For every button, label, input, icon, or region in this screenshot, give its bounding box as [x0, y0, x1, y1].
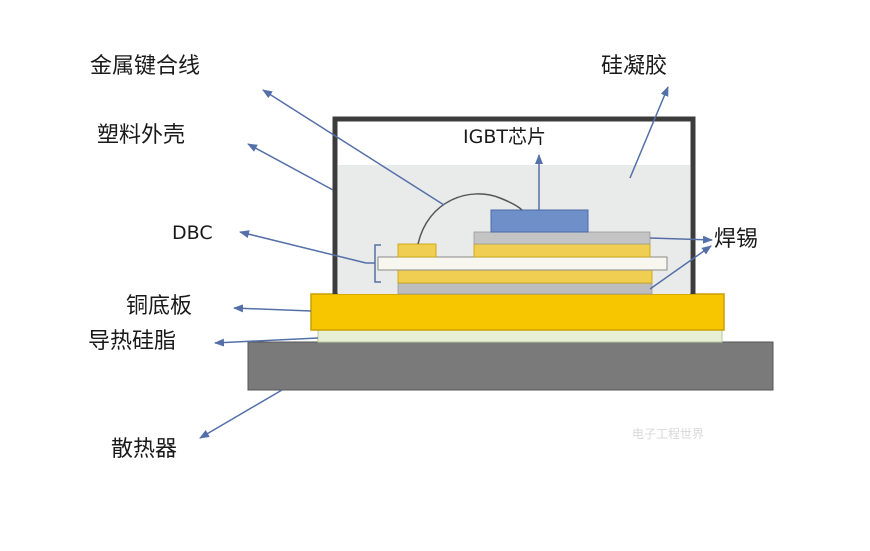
silicone-gel-label: 硅凝胶 [601, 54, 668, 79]
bond-wire [417, 193, 523, 245]
solder-leader-arrow-top [649, 235, 713, 244]
heat-sink [247, 341, 774, 391]
heat-sink-leader-arrow [199, 389, 283, 439]
igbt-chip-label: IGBT芯片 [463, 126, 546, 148]
bond-wire-label: 金属键合线 [90, 54, 201, 79]
dbc-leader-arrow [239, 230, 367, 264]
heat-sink-label: 散热器 [111, 437, 178, 462]
solder-leader-arrow-bottom [649, 245, 712, 290]
watermark: 电子工程世界 [632, 427, 705, 441]
dbc-top-copper-main [473, 243, 651, 258]
dbc-ceramic [377, 256, 668, 271]
plastic-shell [332, 116, 696, 294]
thermal-grease-label: 导热硅脂 [88, 329, 177, 354]
thermal-grease-layer [317, 329, 723, 343]
dbc-bracket [366, 244, 381, 283]
igbt-chip [490, 209, 589, 233]
copper-base-label: 铜底板 [126, 294, 193, 319]
solder-layer-bottom [397, 282, 653, 295]
copper-base-plate [310, 293, 725, 331]
dbc-top-copper-pad [397, 243, 437, 258]
plastic-shell-label: 塑料外壳 [97, 123, 186, 148]
dbc-bottom-copper [397, 269, 653, 284]
plastic-shell-leader-arrow [247, 143, 334, 191]
silicone-gel-leader-arrow [629, 86, 669, 179]
bond-wire-leader-arrow [262, 89, 445, 206]
dbc-label: DBC [172, 222, 213, 244]
solder-label: 焊锡 [714, 227, 759, 252]
solder-layer-chip [473, 231, 651, 245]
thermal-grease-leader-arrow [214, 337, 319, 347]
copper-base-leader-arrow [233, 304, 312, 313]
